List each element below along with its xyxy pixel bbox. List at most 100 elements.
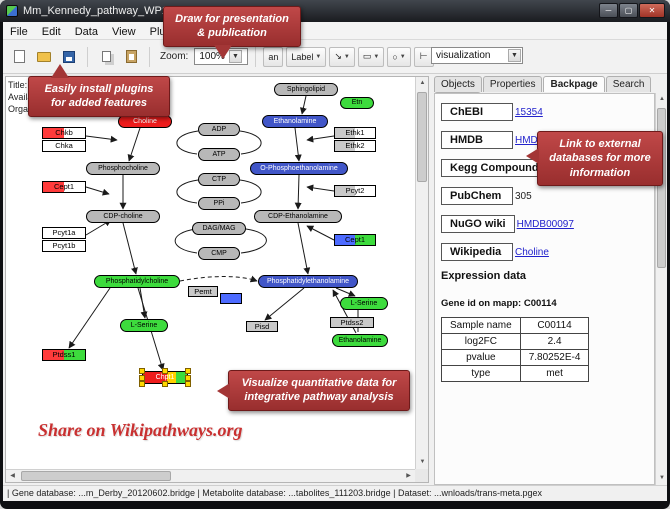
table-cell: Sample name [441,317,521,334]
receptor-tool-button[interactable]: ⊢ [413,46,434,67]
paste-icon [125,50,137,63]
scrollbar-thumb[interactable] [417,92,427,182]
selection-handle[interactable] [162,368,168,374]
pathway-node-label: Phosphatidylcholine [105,278,169,285]
pathway-node-atp[interactable]: ATP [198,148,240,161]
selection-handle[interactable] [139,381,145,387]
tab-objects[interactable]: Objects [434,76,482,92]
selection-handle[interactable] [139,368,145,374]
backpage-external-link[interactable]: Choline [515,247,549,258]
menu-edit[interactable]: Edit [41,26,61,38]
ellipse-tool-button[interactable]: ○▼ [387,46,411,67]
scroll-right-icon[interactable]: ▶ [406,473,411,479]
pathway-node-ethanolamine[interactable]: Ethanolamine [262,115,328,128]
tab-properties[interactable]: Properties [482,76,543,92]
copy-button[interactable] [95,46,117,68]
pathway-node-etn[interactable]: Etn [340,97,374,109]
pathway-node-o-phosphoethanolamine[interactable]: O-Phosphoethanolamine [250,162,348,175]
title-bar: Mm_Kennedy_pathway_WP1771_45176.gpml ─ ▢… [0,0,670,22]
pathway-node-ethk2[interactable]: Ethk2 [334,140,376,152]
pathway-node-pcyt1a[interactable]: Pcyt1a [42,227,86,239]
menu-view[interactable]: View [111,26,136,38]
pathway-node-pcyt2[interactable]: Pcyt2 [334,185,376,197]
scrollbar-thumb[interactable] [21,471,171,481]
pathway-node-cdp-ethanolamine[interactable]: CDP-Ethanolamine [254,210,342,223]
title-label: Title: [8,80,28,90]
tab-search[interactable]: Search [605,76,652,92]
paste-button[interactable] [120,46,142,68]
line-tool-button[interactable]: ↘▼ [329,46,355,67]
pathway-node-cdp-choline[interactable]: CDP-choline [86,210,160,223]
visualization-combobox[interactable]: visualization ▼ [431,47,523,64]
pathway-node-ethk1[interactable]: Ethk1 [334,127,376,139]
pathway-node-dag-mag[interactable]: DAG/MAG [192,222,246,235]
receptor-tool-icon: ⊢ [419,51,428,61]
callout-plugins-text: Easily install plugins for added feature… [44,83,154,110]
new-file-button[interactable] [8,46,30,68]
pathway-node-chkb[interactable]: Chkb [42,127,86,139]
pathway-node-pcyt1b[interactable]: Pcyt1b [42,240,86,252]
backpage-external-link[interactable]: HMDB00097 [516,219,574,230]
pathway-node-choline[interactable]: Choline [118,115,172,128]
label-tool-button[interactable]: Label▼ [286,46,327,67]
scroll-up-icon[interactable]: ▲ [659,96,665,102]
pathway-node-cept1[interactable]: Cept1 [334,234,376,246]
pathway-node-adp[interactable]: ADP [198,123,240,136]
selection-handle[interactable] [185,381,191,387]
selection-handle[interactable] [162,381,168,387]
scrollbar-thumb[interactable] [657,108,666,268]
maximize-button[interactable]: ▢ [619,3,638,18]
pathway-node-ppi[interactable]: PPi [198,197,240,210]
minimize-button[interactable]: ─ [599,3,618,18]
pathway-node-label: Phosphatidylethanolamine [266,278,350,285]
pathway-node-chka[interactable]: Chka [42,140,86,152]
open-button[interactable] [33,46,55,68]
panel-vertical-scrollbar[interactable]: ▲ ▼ [655,93,667,485]
scroll-left-icon[interactable]: ◀ [10,473,15,479]
chevron-down-icon[interactable]: ▼ [508,49,521,62]
pathway-node-ctp[interactable]: CTP [198,173,240,186]
scroll-down-icon[interactable]: ▼ [659,475,665,481]
pathway-node-l-serine[interactable]: L-Serine [340,297,388,310]
pathway-node-ptdss2[interactable]: Ptdss2 [330,317,374,328]
pathway-node-cmp[interactable]: CMP [198,247,240,260]
callout-visualize: Visualize quantitative data for integrat… [217,370,410,411]
pathway-node-label: Chpt1 [155,374,175,381]
pathway-node-cept1[interactable]: Cept1 [42,181,86,193]
pathway-node-unlabeled[interactable] [220,293,242,304]
pathway-node-ethanolamine[interactable]: Ethanolamine [332,334,388,347]
tab-backpage[interactable]: Backpage [543,76,605,92]
pathway-node-chpt1[interactable]: Chpt1 [139,368,191,387]
scroll-up-icon[interactable]: ▲ [419,80,426,86]
canvas-horizontal-scrollbar[interactable]: ◀ ▶ [6,469,415,482]
shape-tool-button[interactable]: ▭▼ [357,46,385,67]
pathway-node-pisd[interactable]: Pisd [246,321,278,332]
menu-file[interactable]: File [10,26,28,38]
pathway-node-pemt[interactable]: Pemt [188,286,218,297]
pathway-node-sphingolipid[interactable]: Sphingolipid [274,83,338,96]
pathway-node-ptdss1[interactable]: Ptdss1 [42,349,86,361]
datanode-tool-button[interactable]: an [263,46,284,67]
selection-handle[interactable] [185,368,191,374]
pathway-node-phosphatidylethanolamine[interactable]: Phosphatidylethanolamine [258,275,358,288]
selection-handle[interactable] [139,374,145,381]
pathway-node-phosphocholine[interactable]: Phosphocholine [86,162,160,175]
save-button[interactable] [58,46,80,68]
callout-draw-text: Draw for presentation & publication [175,13,289,40]
pathway-node-label: Chkb [55,128,73,137]
backpage-external-link[interactable]: 15354 [515,107,543,118]
pathway-edge [174,228,198,254]
scroll-down-icon[interactable]: ▼ [419,459,426,465]
menu-data[interactable]: Data [74,26,98,38]
selection-handle[interactable] [185,374,191,381]
close-button[interactable]: ✕ [639,3,665,18]
pathway-node-phosphatidylcholine[interactable]: Phosphatidylcholine [94,275,180,288]
pathway-node-l-serine[interactable]: L-Serine [120,319,168,332]
canvas-vertical-scrollbar[interactable]: ▲ ▼ [415,77,428,469]
